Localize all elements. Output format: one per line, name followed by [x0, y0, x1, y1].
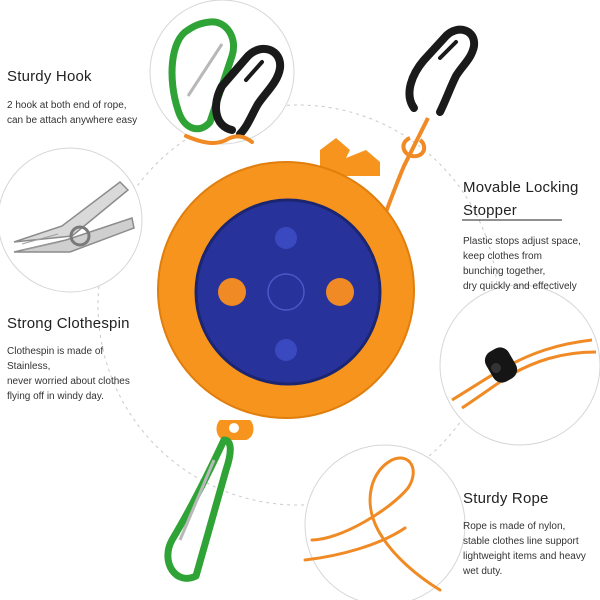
- top-black-hook-icon: [405, 25, 479, 116]
- main-rope-knot: [401, 136, 427, 159]
- stopper-feature-description: Plastic stops adjust space, keep clothes…: [463, 234, 581, 294]
- stopper-feature-title-line-2: Stopper: [463, 202, 517, 219]
- clothespin-feature-title: Strong Clothespin: [7, 315, 130, 332]
- stopper-desc-line-3: bunching together,: [463, 266, 546, 277]
- stopper-inset-circle: [439, 284, 600, 446]
- hook-inset-rope: [184, 134, 254, 145]
- stopper-feature-title-line-1: Movable Locking: [463, 179, 579, 196]
- main-rope-top: [384, 117, 430, 213]
- locking-stopper-icon: [484, 347, 518, 383]
- hook-feature-description: 2 hook at both end of rope, can be attac…: [7, 98, 137, 128]
- rope-inset-circle: [304, 444, 466, 600]
- hook-desc-line-1: 2 hook at both end of rope,: [7, 100, 127, 111]
- coiled-rope-icon: [303, 456, 442, 592]
- hook-feature-title: Sturdy Hook: [7, 68, 92, 85]
- rope-feature-title: Sturdy Rope: [463, 490, 549, 507]
- rope-desc-line-1: Rope is made of nylon,: [463, 521, 566, 532]
- green-carabiner-icon: [168, 18, 237, 133]
- bottom-green-carabiner-icon: [164, 436, 234, 582]
- stopper-desc-line-1: Plastic stops adjust space,: [463, 236, 581, 247]
- hook-desc-line-2: can be attach anywhere easy: [7, 115, 138, 126]
- rope-desc-line-4: wet duty.: [463, 566, 503, 577]
- rope-desc-line-3: lightweight items and heavy: [463, 551, 586, 562]
- clothespin-desc-line-1: Clothespin is made of: [7, 346, 104, 357]
- clothespin-icon: [13, 181, 135, 253]
- clothespin-feature-description: Clothespin is made of Stainless, never w…: [7, 344, 130, 404]
- clothespin-desc-line-3: never worried about clothes: [7, 376, 130, 387]
- clothespin-desc-line-4: flying off in windy day.: [7, 391, 104, 402]
- stopper-desc-line-2: keep clothes from: [463, 251, 542, 262]
- black-hook-icon: [212, 44, 285, 138]
- rope-feature-description: Rope is made of nylon, stable clothes li…: [463, 519, 586, 579]
- stopper-desc-line-4: dry quickly and effectively: [463, 281, 577, 292]
- rope-desc-line-2: stable clothes line support: [463, 536, 579, 547]
- reel-body-icon: [157, 138, 415, 440]
- clothespin-desc-line-2: Stainless,: [7, 361, 51, 372]
